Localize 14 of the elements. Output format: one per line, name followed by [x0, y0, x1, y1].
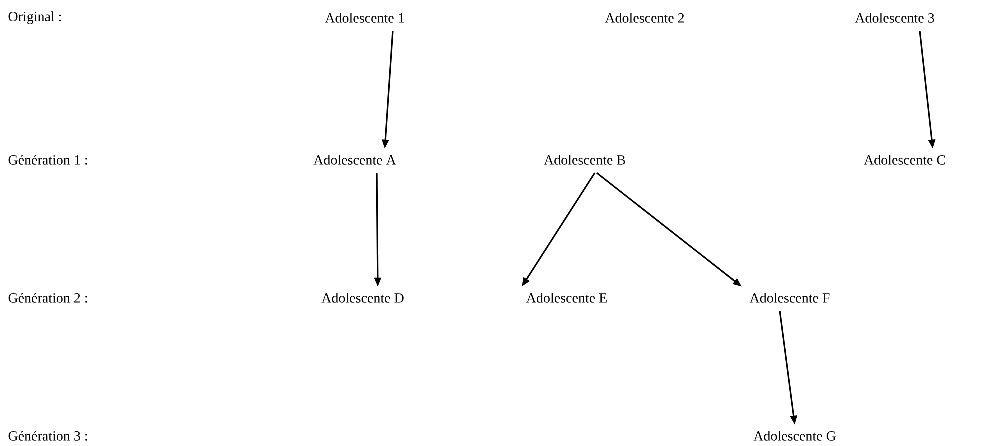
node-label: Adolescente D — [322, 293, 404, 303]
row-label: Génération 3 : — [8, 431, 88, 441]
row-label: Génération 2 : — [8, 293, 88, 303]
node-label: Adolescente C — [864, 155, 946, 165]
node-label: Adolescente 3 — [855, 13, 934, 23]
node-label: Adolescente 1 — [325, 13, 404, 23]
node-label: Adolescente E — [526, 293, 607, 303]
node-label: Adolescente A — [314, 155, 396, 165]
node-label: Adolescente F — [750, 293, 830, 303]
node-label: Adolescente 2 — [605, 13, 684, 23]
node-label: Adolescente G — [754, 431, 836, 441]
row-label: Original : — [8, 12, 62, 24]
row-label: Génération 1 : — [8, 155, 88, 165]
node-label: Adolescente B — [544, 155, 626, 165]
